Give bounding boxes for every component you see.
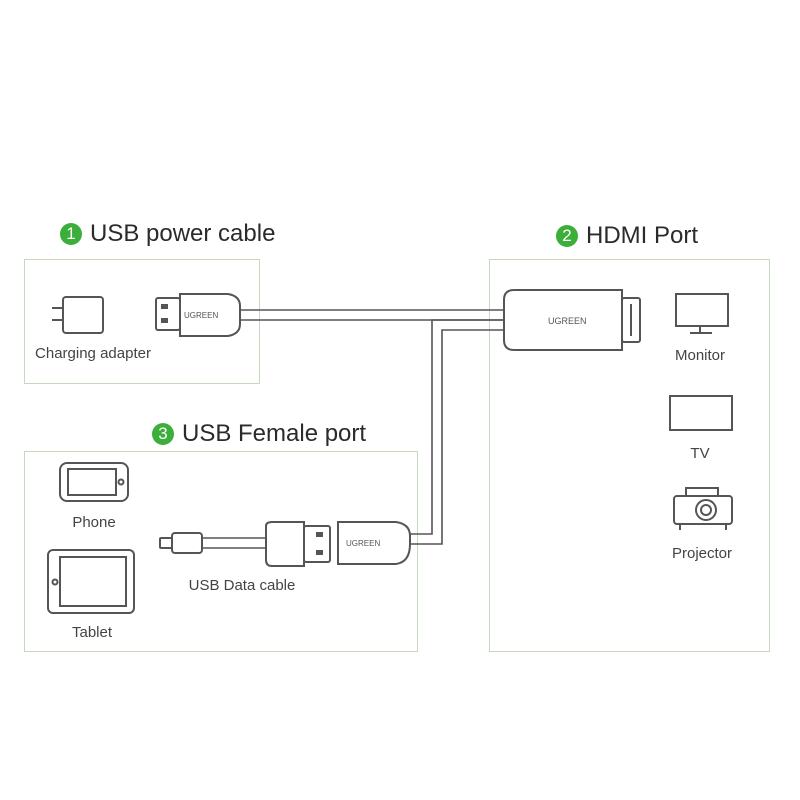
tablet-label: Tablet [71, 624, 113, 641]
usb-data-plug-icon [265, 521, 331, 567]
usb-power-plug-icon [155, 293, 241, 337]
tablet-icon [47, 549, 135, 614]
projector-icon [673, 487, 733, 530]
usb-female-port-icon [337, 521, 411, 565]
monitor-label: Monitor [674, 347, 726, 364]
usb-power-title-text: USB power cable [90, 220, 276, 247]
usb-female-title: 3 USB Female port [152, 420, 366, 448]
female-port-brand: UGREEN [346, 539, 380, 548]
micro-usb-plug-icon [159, 532, 203, 554]
hdmi-plug-icon [503, 289, 641, 351]
usb-female-panel [24, 451, 418, 652]
charging-adapter-label: Charging adapter [35, 345, 151, 362]
number-badge-1: 1 [60, 223, 82, 245]
usb-plug-brand: UGREEN [184, 311, 218, 320]
usb-power-title: 1 USB power cable [60, 220, 275, 248]
number-badge-3: 3 [152, 423, 174, 445]
projector-label: Projector [671, 545, 733, 562]
hdmi-title: 2 HDMI Port [556, 222, 698, 250]
hdmi-panel [489, 259, 770, 652]
cables [240, 309, 504, 545]
female-branch-cable [410, 319, 504, 545]
hdmi-plug-brand: UGREEN [548, 316, 587, 326]
tv-label: TV [690, 445, 710, 462]
number-badge-2: 2 [556, 225, 578, 247]
hdmi-title-text: HDMI Port [586, 222, 699, 249]
phone-label: Phone [72, 514, 116, 531]
monitor-icon [675, 293, 729, 334]
phone-icon [59, 462, 129, 502]
charging-adapter-icon [52, 296, 104, 334]
tv-icon [669, 395, 733, 431]
usb-power-cable [240, 309, 504, 321]
usb-data-cable-line [202, 537, 266, 549]
usb-power-panel [24, 259, 260, 384]
usb-female-title-text: USB Female port [182, 420, 367, 447]
usb-data-cable-label: USB Data cable [188, 577, 296, 594]
